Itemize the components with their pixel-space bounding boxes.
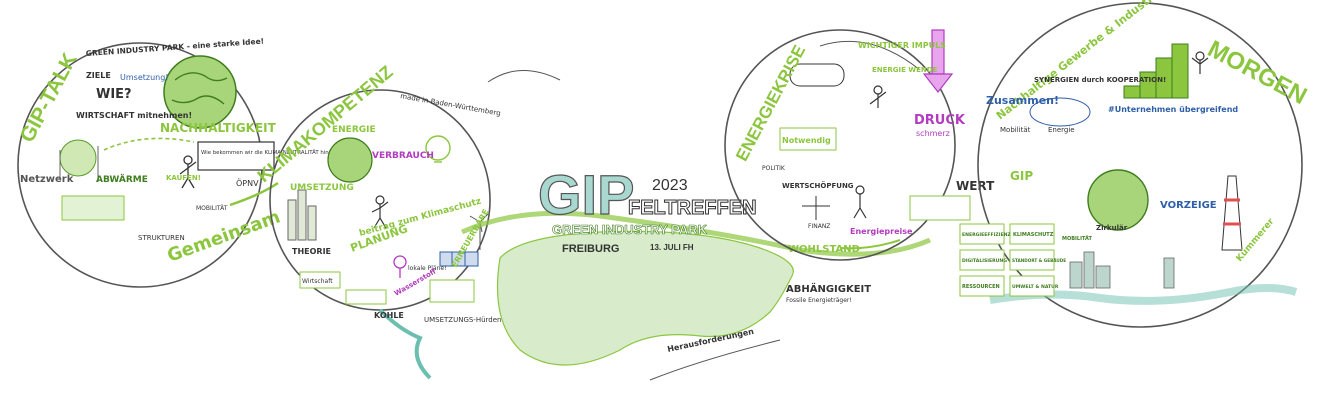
panel1-subtitle: GREEN INDUSTRY PARK - eine starke Idee!	[86, 37, 265, 58]
stairs-icon	[1123, 43, 1189, 99]
center-feltreffen: FELTREFFEN	[628, 197, 757, 219]
label-abhaengigkeit: ABHÄNGIGKEIT	[786, 281, 871, 295]
label-mobilitaet4: Mobilität	[1000, 126, 1031, 134]
center-year: 2023	[652, 177, 688, 194]
label-kaufen: KAUFEN!	[166, 174, 201, 182]
label-theorie: THEORIE	[292, 247, 331, 256]
label-druck: DRUCK	[914, 113, 966, 128]
center-title: GIP FELTREFFEN 2023 GREEN INDUSTRY PARK …	[460, 40, 932, 381]
label-umsetzung2: UMSETZUNG	[290, 183, 354, 193]
label-finanz: FINANZ	[808, 223, 830, 230]
category-label-0: ENERGIEEFFIZIENZ	[962, 232, 1011, 238]
label-nachhaltigkeit: NACHHALTIGKEIT	[160, 121, 277, 135]
arrow-down-icon	[922, 29, 954, 93]
panel-morgen: Nachhaltige Gewerbe & Industriegebiete v…	[959, 0, 1311, 328]
lighthouse-icon	[1221, 175, 1243, 251]
label-energie4: Energie	[1048, 126, 1075, 134]
label-morgen: MORGEN	[1203, 35, 1311, 110]
label-synergien: SYNERGIEN durch KOOPERATION!	[1034, 76, 1166, 84]
panel1-title: GIP-TALK	[16, 49, 82, 146]
label-hindernisse: UMSETZUNGS-Hürden	[424, 316, 502, 324]
label-wertschoepfung: WERTSCHÖPFUNG	[782, 181, 854, 190]
label-mobilitaet: MOBILITÄT	[196, 205, 228, 212]
panel-energiekrise: ENERGIEKRISE WICHTIGER IMPULS ENERGIE WE…	[724, 29, 995, 261]
scale-icon	[802, 196, 830, 220]
label-oepnv: ÖPNV	[236, 178, 259, 188]
tree-icon	[59, 139, 97, 177]
label-verbrauch: VERBRAUCH	[372, 151, 434, 161]
category-label-4: RESSOURCEN	[962, 284, 1000, 290]
label-wie: WIE?	[96, 87, 132, 102]
label-lokale: lokale Pläne!	[408, 265, 447, 272]
category-label-1: KLIMASCHUTZ	[1013, 232, 1054, 238]
center-park: GREEN INDUSTRY PARK	[552, 222, 708, 237]
label-strukturen: STRUKTUREN	[138, 234, 185, 242]
label-netzwerk: Netzwerk	[20, 174, 74, 185]
label-wohlstand: WOHLSTAND	[788, 244, 860, 255]
label-energiepreise: Energiepreise	[850, 227, 913, 236]
person-icon	[371, 195, 389, 229]
label-wirtschaft2: Wirtschaft	[302, 278, 333, 285]
person-icon	[853, 85, 887, 219]
label-fossile: Fossile Energieträger!	[786, 297, 852, 304]
river	[378, 308, 432, 380]
solar-panel-icon	[439, 251, 479, 267]
location-pin-icon	[393, 255, 407, 278]
label-energiewende: ENERGIE WENDE	[872, 66, 938, 74]
label-zirkulaer: Zirkulär	[1096, 224, 1128, 232]
label-umsetzung: Umsetzung!	[120, 73, 169, 82]
label-zusammen: Zusammen!	[986, 94, 1059, 107]
label-ziele: ZIELE	[86, 71, 111, 80]
label-politik: POLITIK	[762, 165, 786, 172]
label-energie: ENERGIE	[332, 125, 376, 135]
person-icon	[1191, 51, 1209, 74]
person-icon	[179, 155, 197, 189]
center-city: FREIBURG	[562, 243, 619, 255]
category-label-3: STANDORT & GEBÄUDE	[1012, 258, 1066, 263]
center-date: 13. JULI FH	[650, 243, 694, 252]
category-boxes	[959, 223, 1055, 297]
question-box	[197, 141, 275, 171]
panel2-subtitle: made in Baden-Württemberg	[400, 92, 502, 118]
label-wirtschaft: WIRTSCHAFT mitnehmen!	[76, 111, 192, 120]
green-lake	[496, 230, 794, 366]
globe-icon	[1087, 169, 1149, 231]
label-abwaerme: ABWÄRME	[96, 174, 148, 185]
city-icon	[287, 189, 317, 241]
label-question: Wie bekommen wir die KLIMA-NEUTRALITÄT h…	[201, 149, 332, 156]
panel-klimakompetenz: KLIMAKOMPETENZ made in Baden-Württemberg…	[254, 62, 502, 380]
category-label-2: DIGITALISIERUNG	[962, 258, 1007, 264]
sun-icon	[327, 137, 373, 183]
city-icon	[1069, 251, 1175, 289]
label-wert: WERT	[956, 179, 995, 193]
category-label-6: MOBILITÄT	[1062, 235, 1092, 242]
label-kohle: KOHLE	[374, 311, 404, 320]
globe-icon	[163, 55, 237, 129]
label-gip4: GIP	[1010, 169, 1033, 183]
label-schmerz: schmerz	[916, 129, 950, 138]
center-gip: GIP	[538, 163, 634, 226]
category-label-5: UMWELT & NATUR	[1012, 284, 1059, 290]
label-wichtiger: WICHTIGER IMPULS	[858, 41, 946, 50]
label-unternehmen: #Unternehmen übergreifend	[1108, 105, 1238, 114]
label-vorzeige: VORZEIGE	[1160, 200, 1217, 211]
label-notwendig: Notwendig	[782, 136, 831, 145]
lightbulb-icon	[425, 135, 451, 163]
